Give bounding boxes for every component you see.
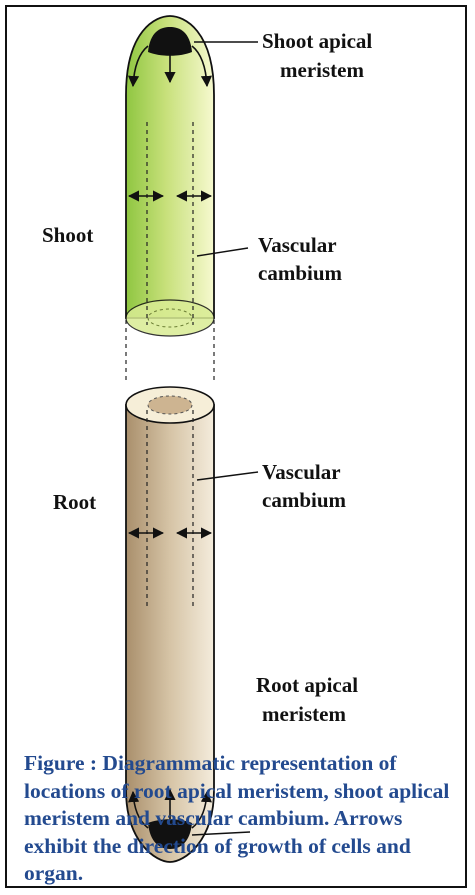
figure-caption: Figure : Diagrammatic representation of …: [24, 750, 464, 888]
shoot-apical-label-line1: Shoot apical: [262, 28, 372, 54]
root-apical-label-line1: Root apical: [256, 672, 358, 698]
shoot-label: Shoot: [42, 222, 93, 248]
shoot-organ: [126, 16, 214, 336]
vascular-cambium-shoot-label-line2: cambium: [258, 260, 342, 286]
root-apical-label-line2: meristem: [262, 701, 346, 727]
shoot-apical-label-line2: meristem: [280, 57, 364, 83]
vascular-cambium-root-label-line2: cambium: [262, 487, 346, 513]
root-label: Root: [53, 489, 96, 515]
shoot-base-ellipse: [126, 300, 214, 336]
vascular-cambium-shoot-label-line1: Vascular: [258, 232, 337, 258]
vascular-cambium-root-label-line1: Vascular: [262, 459, 341, 485]
